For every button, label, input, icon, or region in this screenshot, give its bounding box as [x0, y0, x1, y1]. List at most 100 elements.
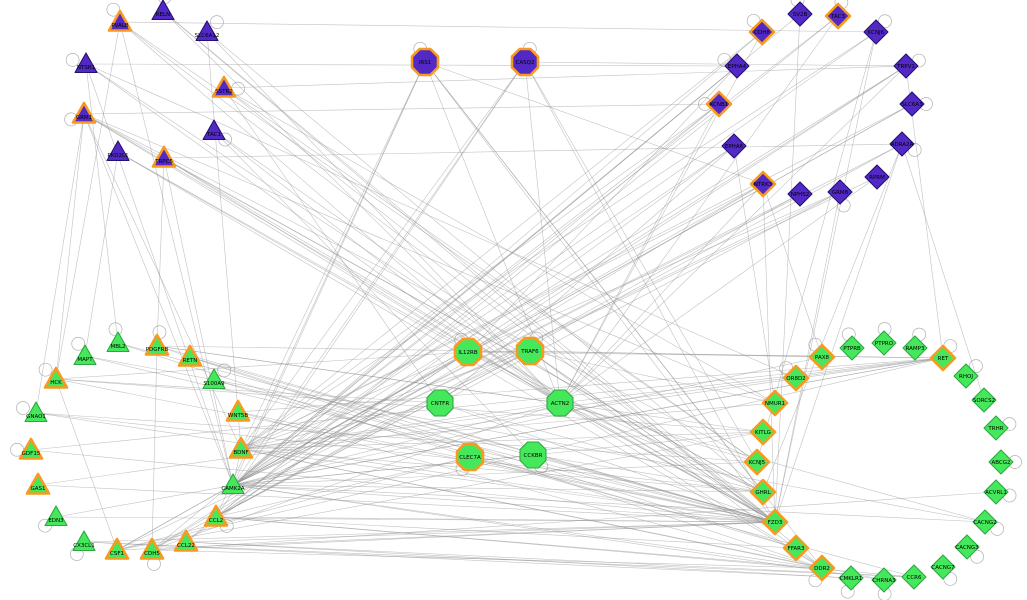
- node-GRM1[interactable]: [71, 101, 97, 124]
- node-TAC1[interactable]: [202, 119, 226, 141]
- edge: [151, 521, 776, 551]
- node-KCNJ6[interactable]: [863, 19, 889, 45]
- edge: [116, 431, 764, 551]
- node-RHOJ[interactable]: [953, 363, 979, 389]
- edge: [532, 454, 764, 493]
- self-loop: [210, 15, 224, 29]
- node-BDNF[interactable]: [228, 436, 254, 459]
- node-ABCG2[interactable]: [988, 449, 1014, 475]
- node-FFAR3[interactable]: [782, 534, 810, 562]
- node-CCL2[interactable]: [203, 504, 229, 527]
- node-ADRA2A[interactable]: [889, 131, 915, 157]
- node-GAS1[interactable]: [25, 472, 51, 495]
- node-CX3CL1[interactable]: [72, 530, 96, 552]
- node-KCNJ5[interactable]: [743, 448, 771, 476]
- edge: [733, 145, 776, 404]
- node-NTSR1[interactable]: [74, 52, 98, 74]
- node-GRM8[interactable]: [827, 179, 853, 205]
- node-PDGFRB[interactable]: [144, 333, 170, 356]
- node-CDH8[interactable]: [748, 18, 776, 46]
- node-EPHA6[interactable]: [721, 133, 747, 159]
- edge: [559, 402, 776, 523]
- node-FZD3[interactable]: [761, 508, 789, 536]
- node-CNTFR[interactable]: [426, 389, 454, 417]
- node-CHRNA3[interactable]: [871, 567, 897, 593]
- node-SLC6A12[interactable]: [195, 20, 219, 42]
- edge: [213, 130, 561, 404]
- node-TRPV1[interactable]: [893, 53, 919, 79]
- node-WNT5B[interactable]: [225, 399, 251, 422]
- edge: [469, 456, 776, 523]
- node-EPHA4[interactable]: [724, 53, 750, 79]
- node-CLEC7A[interactable]: [455, 442, 485, 472]
- edge: [240, 31, 877, 450]
- edge: [55, 516, 776, 523]
- edge: [467, 65, 738, 353]
- node-RPRM[interactable]: [864, 164, 890, 190]
- node-CAMK2A[interactable]: [221, 473, 245, 495]
- node-CACNG7[interactable]: [930, 554, 956, 580]
- node-IRS1[interactable]: [410, 47, 440, 77]
- node-CASQ2[interactable]: [510, 47, 540, 77]
- edge: [37, 484, 776, 523]
- edge: [762, 183, 823, 358]
- node-CCR6[interactable]: [901, 564, 927, 590]
- node-KCNB1[interactable]: [705, 90, 733, 118]
- edge: [232, 31, 763, 486]
- node-RETN[interactable]: [177, 344, 203, 367]
- node-NMUR1[interactable]: [761, 389, 789, 417]
- self-loop: [106, 2, 121, 17]
- node-GNAO1[interactable]: [24, 401, 48, 423]
- node-TRHR[interactable]: [983, 415, 1009, 441]
- node-GDF15[interactable]: [18, 437, 44, 460]
- node-CCKBR[interactable]: [519, 441, 547, 469]
- node-TAC3[interactable]: [824, 2, 852, 30]
- edge: [232, 484, 823, 569]
- node-RAMP3[interactable]: [902, 335, 928, 361]
- edge: [185, 541, 915, 578]
- node-ACTN2[interactable]: [546, 389, 574, 417]
- node-PTPRO[interactable]: [871, 330, 897, 356]
- node-PKD2L1[interactable]: [106, 140, 130, 162]
- node-IL12RB[interactable]: [453, 337, 483, 367]
- node-RELN[interactable]: [151, 0, 175, 21]
- node-MBL2[interactable]: [106, 331, 130, 353]
- node-GHRL[interactable]: [749, 478, 777, 506]
- node-NTRK3[interactable]: [749, 170, 777, 198]
- node-NPHS2[interactable]: [787, 181, 813, 207]
- node-EDN3[interactable]: [44, 505, 68, 527]
- edge: [559, 31, 763, 404]
- node-SV2B[interactable]: [787, 1, 813, 27]
- edge: [424, 61, 764, 185]
- edge: [774, 31, 877, 523]
- node-DDR2[interactable]: [808, 554, 836, 582]
- edge: [185, 541, 852, 579]
- node-TRPC5[interactable]: [151, 145, 177, 168]
- node-SORCS2[interactable]: [971, 387, 997, 413]
- node-RET[interactable]: [929, 344, 957, 372]
- edge: [163, 157, 561, 404]
- edge: [162, 10, 823, 569]
- node-SSTR2[interactable]: [211, 75, 237, 98]
- edge: [424, 61, 776, 523]
- node-ACVRL1[interactable]: [983, 479, 1009, 505]
- node-CCL22[interactable]: [173, 529, 199, 552]
- edge: [151, 491, 997, 551]
- node-OR8D2[interactable]: [782, 364, 810, 392]
- node-CACNG2[interactable]: [972, 509, 998, 535]
- node-MAPT[interactable]: [73, 344, 97, 366]
- node-TRAF6[interactable]: [515, 336, 545, 366]
- node-PTPRB[interactable]: [839, 335, 865, 361]
- node-S100A9[interactable]: [202, 368, 226, 390]
- node-PVALB[interactable]: [107, 9, 133, 32]
- node-CSF1[interactable]: [104, 537, 130, 560]
- node-PAX8[interactable]: [808, 343, 836, 371]
- node-KITLG[interactable]: [749, 418, 777, 446]
- node-CDH5[interactable]: [139, 537, 165, 560]
- node-CMKLR1[interactable]: [838, 565, 864, 591]
- edge: [85, 63, 776, 523]
- edge: [55, 378, 764, 433]
- node-CACNG3[interactable]: [954, 534, 980, 560]
- node-SLC6A3[interactable]: [899, 91, 925, 117]
- node-HCK[interactable]: [43, 366, 69, 389]
